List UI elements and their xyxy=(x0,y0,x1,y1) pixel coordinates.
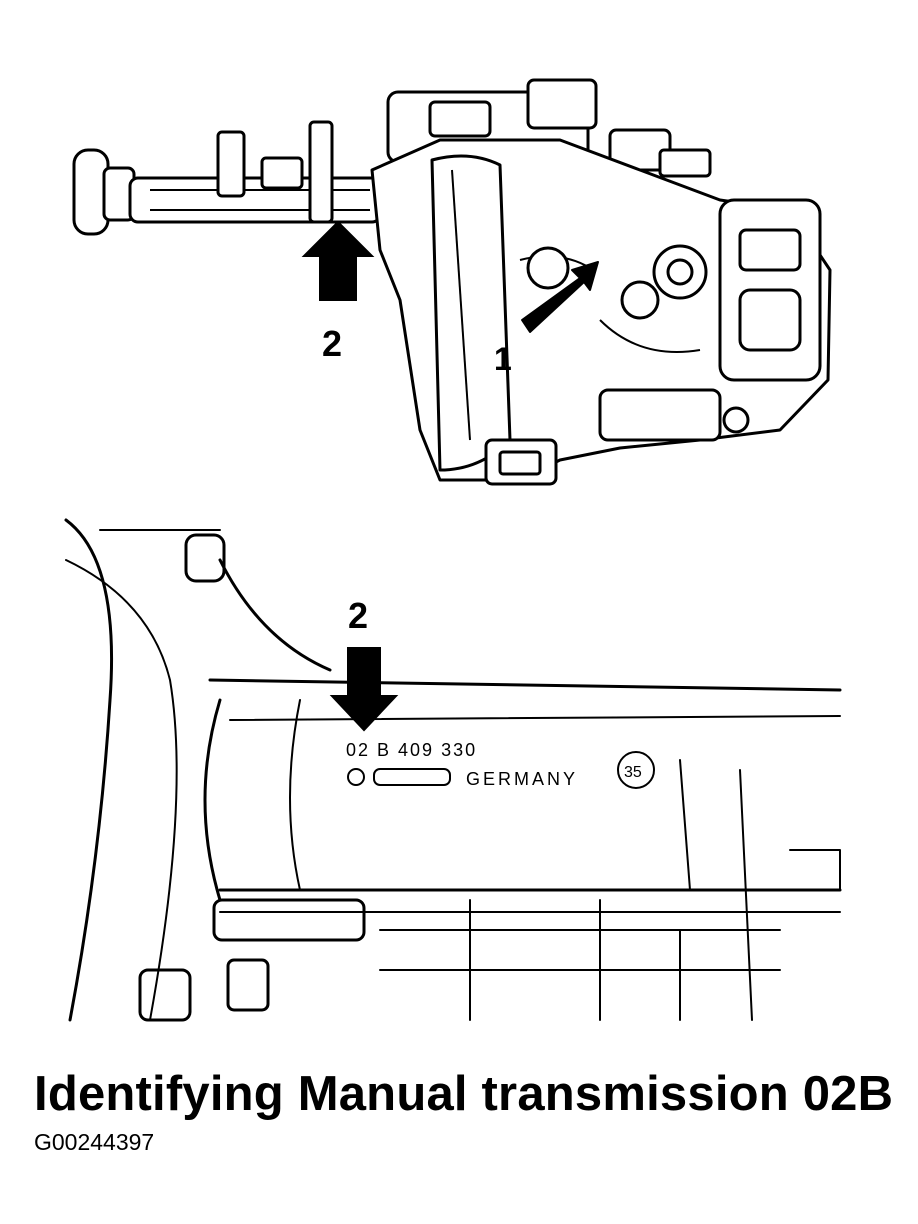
callout-2-arrow-detail xyxy=(329,647,399,732)
image-id: G00244397 xyxy=(34,1129,155,1155)
stamp-date-mark: 35 xyxy=(617,751,655,789)
callout-2-label-detail: 2 xyxy=(348,595,368,636)
housing-upper-edge xyxy=(208,678,842,692)
callout-1-arrow xyxy=(521,261,599,333)
output-shaft xyxy=(128,176,382,224)
transmission-figure: 2 1 2 02 B 409 330 xyxy=(64,78,842,1022)
callout-2-label-top: 2 xyxy=(322,323,342,364)
svg-text:35: 35 xyxy=(624,764,642,781)
stamp-origin-text: GERMANY xyxy=(466,769,578,789)
transmission-overview-illustration xyxy=(72,78,832,486)
callout-2-arrow-top xyxy=(301,220,375,301)
caption-title: Identifying Manual transmission 02B xyxy=(34,1067,894,1121)
stamp-part-code: 02 B 409 330 xyxy=(346,740,477,760)
callout-1-label-top: 1 xyxy=(494,341,512,377)
part-number-detail-illustration xyxy=(64,518,842,1022)
stamp-logo-mark xyxy=(347,768,451,786)
